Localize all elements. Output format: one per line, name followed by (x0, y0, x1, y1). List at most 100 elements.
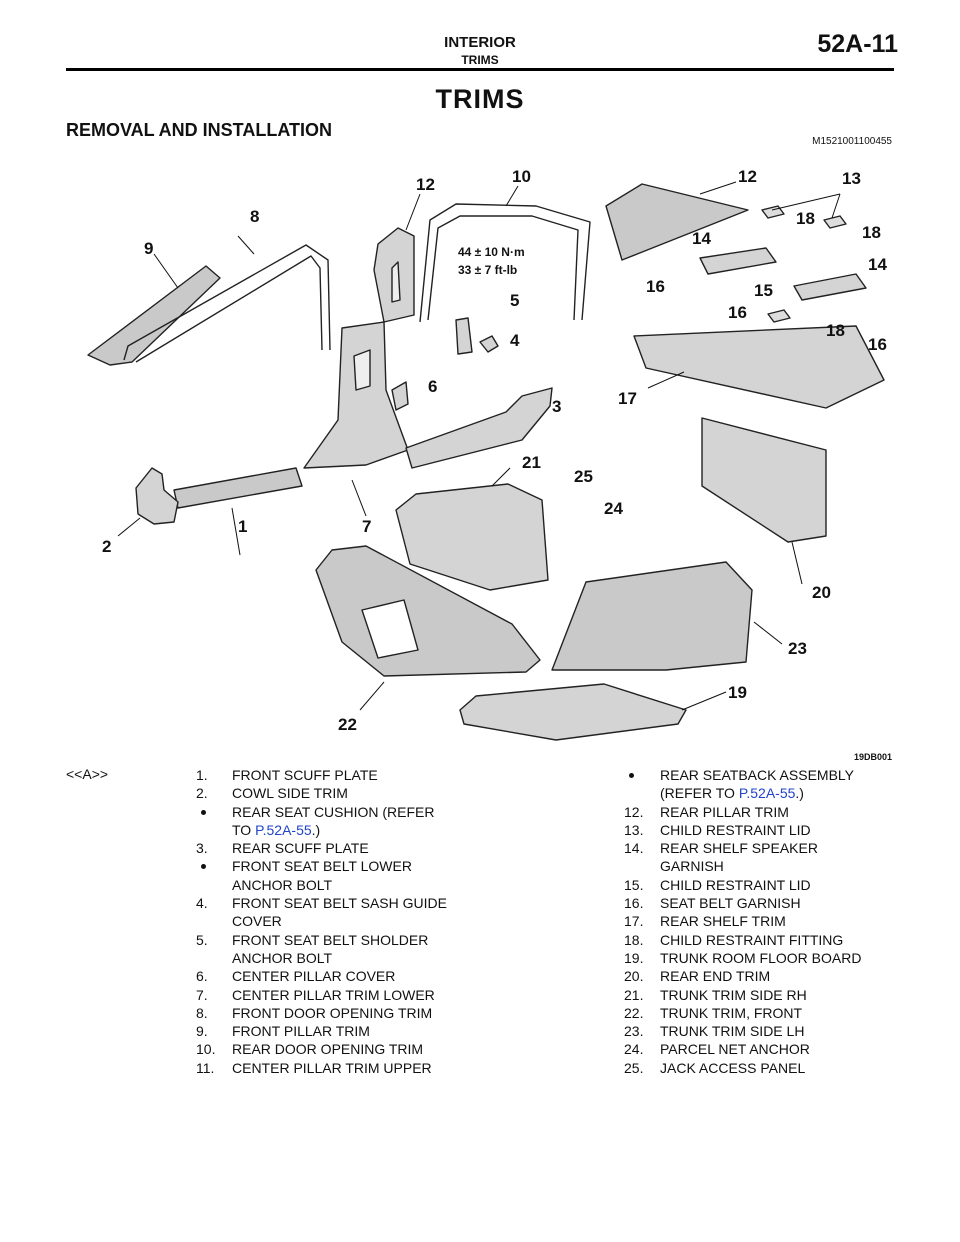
figure-code: 19DB001 (853, 752, 892, 762)
reference-link[interactable]: P.52A-55 (255, 821, 312, 838)
legend-text: CENTER PILLAR TRIM LOWER (232, 986, 435, 1003)
header-section: INTERIOR (444, 34, 516, 51)
legend-number: 16. (624, 895, 644, 912)
callout-18-c: 18 (826, 321, 845, 340)
legend-item: 10.REAR DOOR OPENING TRIM (196, 1040, 496, 1058)
legend-number: 17. (624, 913, 644, 930)
part-rear-shelf-trim (633, 325, 885, 409)
section-heading: REMOVAL AND INSTALLATION (66, 120, 332, 140)
legend-right: REAR SEATBACK ASSEMBLY(REFER TO P.52A-55… (624, 766, 914, 1077)
part-cowl-side-trim (135, 467, 179, 525)
legend-text-part: .) (795, 785, 804, 802)
legend-text: CHILD RESTRAINT LID (660, 821, 811, 838)
part-speaker-garnish-right (793, 273, 867, 301)
part-child-restraint-lid (761, 205, 785, 219)
legend-item: REAR SEATBACK ASSEMBLY(REFER TO P.52A-55… (624, 766, 914, 803)
callout-1: 1 (238, 517, 247, 536)
legend-item: 8.FRONT DOOR OPENING TRIM (196, 1004, 496, 1022)
legend-text: SEAT BELT GARNISH (660, 895, 801, 912)
legend-number: 7. (196, 986, 208, 1003)
part-rear-pillar-trim (605, 183, 749, 261)
legend-text-part: ANCHOR BOLT (232, 949, 333, 966)
legend-text: FRONT SCUFF PLATE (232, 767, 378, 783)
header-rule (66, 68, 894, 71)
legend-item: 25. JACK ACCESS PANEL (624, 1059, 914, 1077)
part-sash-guide-cover (479, 335, 499, 353)
legend-text: TRUNK TRIM, FRONT (660, 1004, 803, 1021)
part-trunk-trim-side-lh (551, 561, 753, 671)
legend-text: TRUNK TRIM SIDE LH (660, 1023, 805, 1040)
legend-item: 13. CHILD RESTRAINT LID (624, 821, 914, 839)
part-trunk-trim-side-rh (395, 483, 549, 591)
legend-item: 7. CENTER PILLAR TRIM LOWER (196, 986, 496, 1004)
callout-5: 5 (510, 291, 519, 310)
legend-item: 6.CENTER PILLAR COVER (196, 967, 496, 985)
torque-imperial: 33 ± 7 ft-lb (458, 263, 517, 277)
callout-24: 24 (604, 499, 623, 518)
legend-text-line2: GARNISH (660, 857, 914, 875)
legend-text: JACK ACCESS PANEL (660, 1059, 806, 1076)
legend-item: 23.TRUNK TRIM SIDE LH (624, 1022, 914, 1040)
reference-link[interactable]: P.52A-55 (738, 785, 796, 802)
callout-19: 19 (728, 683, 747, 702)
exploded-diagram: 44 ± 10 N·m 33 ± 7 ft-lb 1 2 3 4 5 6 7 8… (87, 167, 887, 741)
callout-15: 15 (754, 281, 773, 300)
legend-number: 19. (624, 949, 644, 966)
legend-text: REAR SEAT CUSHION (REFER (232, 803, 435, 820)
callout-7: 7 (362, 517, 371, 536)
legend-text: FRONT SEAT BELT SHOLDER (232, 931, 429, 948)
part-trunk-floor-board (459, 683, 687, 741)
legend-number: 3. (196, 840, 208, 857)
part-rear-scuff-plate (405, 387, 553, 469)
legend-number: 11. (196, 1059, 215, 1076)
legend-item: 24.PARCEL NET ANCHOR (624, 1040, 914, 1058)
callout-18-a: 18 (796, 209, 815, 228)
legend-item: 15.CHILD RESTRAINT LID (624, 876, 914, 894)
callout-16-a: 16 (646, 277, 665, 296)
legend-number: 25. (624, 1059, 644, 1076)
callout-20: 20 (812, 583, 831, 602)
procedure-mark: <<A>> (66, 766, 109, 782)
callout-18-b: 18 (862, 223, 881, 242)
document-code: M1521001100455 (812, 136, 892, 147)
part-center-pillar-lower (303, 321, 409, 469)
legend-number: 10. (196, 1041, 216, 1058)
legend-text-line2: COVER (232, 912, 496, 930)
legend-text-part: ANCHOR BOLT (232, 876, 333, 893)
legend-item: 1. FRONT SCUFF PLATE (196, 766, 496, 784)
callout-17: 17 (618, 389, 637, 408)
callout-2: 2 (102, 537, 111, 556)
legend-number: 1. (196, 767, 208, 783)
legend-number: 9. (196, 1023, 208, 1040)
legend-text: CHILD RESTRAINT FITTING (660, 931, 844, 948)
legend-text: FRONT PILLAR TRIM (232, 1023, 370, 1040)
legend-text: PARCEL NET ANCHOR (660, 1041, 810, 1058)
part-trunk-trim-front (315, 545, 541, 677)
legend-number: 13. (624, 821, 644, 838)
bullet-icon (201, 809, 206, 815)
legend-text: COWL SIDE TRIM (232, 785, 348, 802)
legend-text: FRONT DOOR OPENING TRIM (232, 1004, 433, 1021)
legend-item: 19.TRUNK ROOM FLOOR BOARD (624, 949, 914, 967)
legend-number: 6. (196, 968, 208, 985)
callout-4: 4 (510, 331, 520, 350)
legend-item: 12.REAR PILLAR TRIM (624, 803, 914, 821)
page-number: 52A-11 (817, 30, 898, 58)
legend-number: 20. (624, 968, 644, 985)
legend-text: REAR SEATBACK ASSEMBLY (660, 767, 854, 783)
legend-text-line2: TO P.52A-55.) (232, 821, 496, 839)
legend-text: FRONT SEAT BELT LOWER (232, 858, 412, 875)
part-speaker-garnish-left (699, 247, 777, 275)
legend-text: REAR PILLAR TRIM (660, 803, 789, 820)
legend-item: 2.COWL SIDE TRIM (196, 784, 496, 802)
legend-number: 15. (624, 876, 644, 893)
legend-item: 16. SEAT BELT GARNISH (624, 894, 914, 912)
legend-text-part: COVER (232, 913, 282, 930)
callout-12-left: 12 (416, 175, 435, 194)
callout-23: 23 (788, 639, 807, 658)
legend-item: 3.REAR SCUFF PLATE (196, 839, 496, 857)
legend-text-part: TO (232, 821, 256, 838)
